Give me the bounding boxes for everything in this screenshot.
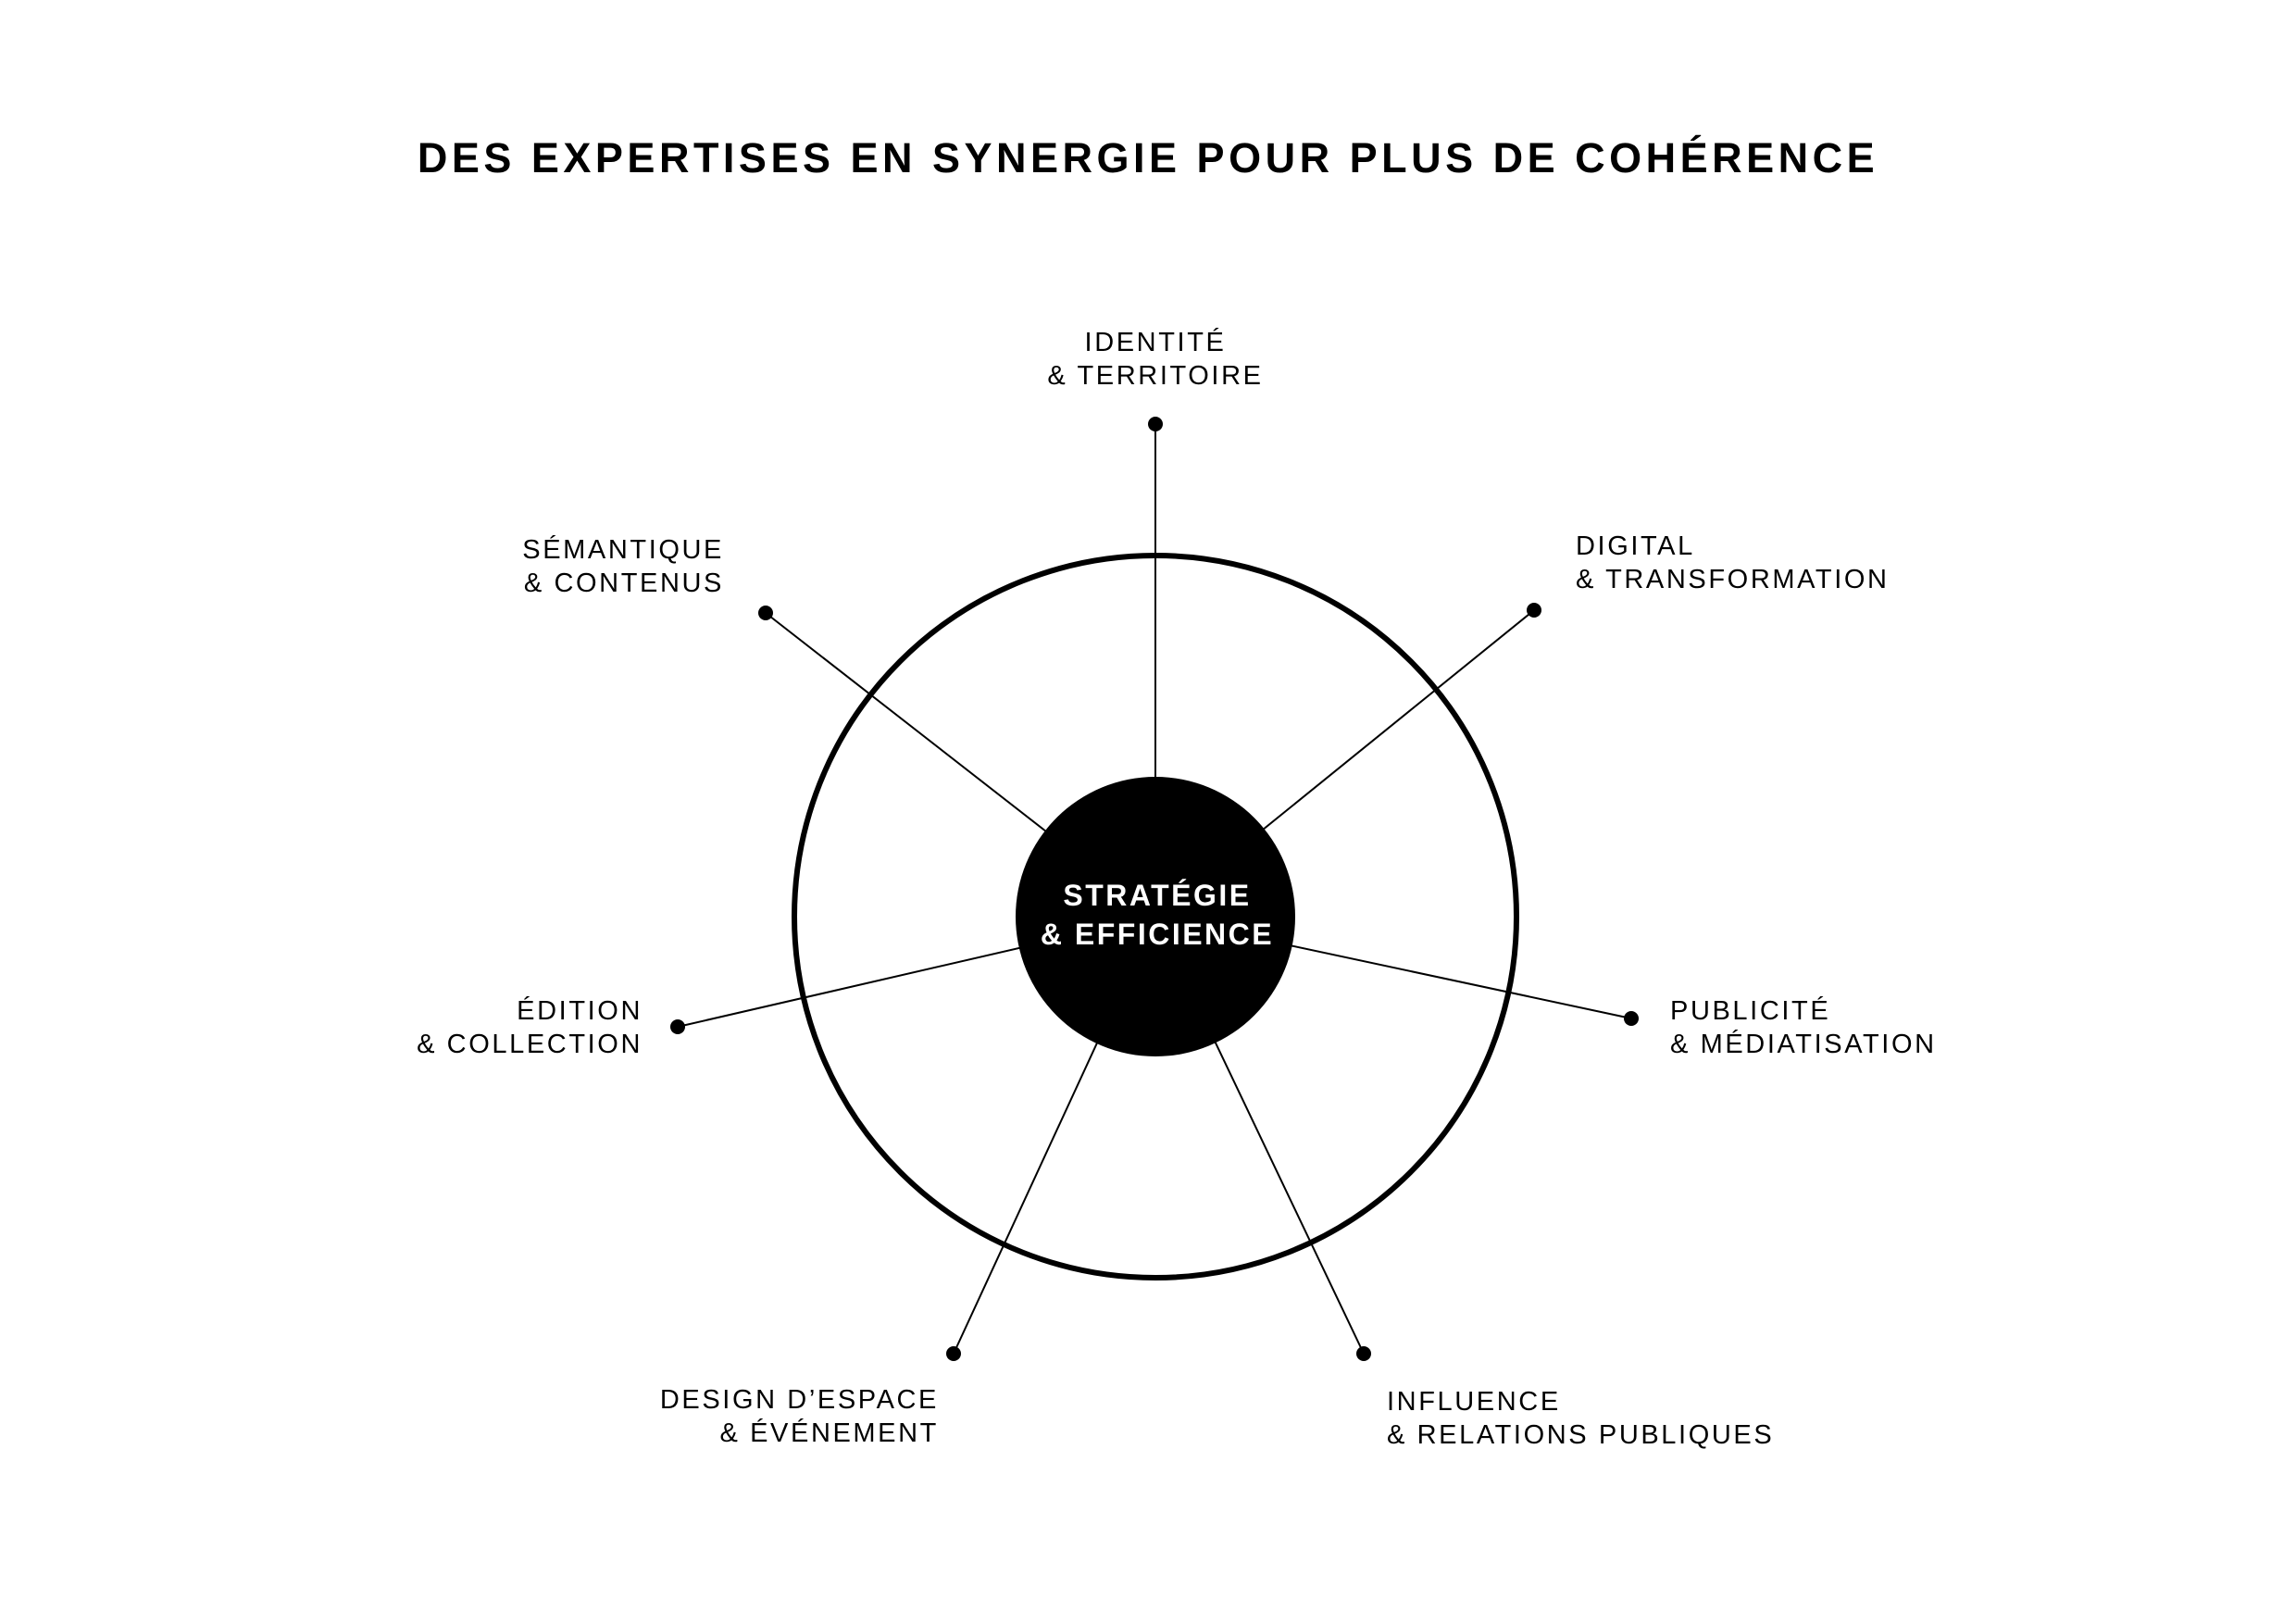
dot-identite [1148, 417, 1163, 431]
node-label-identite: IDENTITÉ & TERRITOIRE [970, 326, 1341, 393]
dot-semantique [758, 606, 773, 620]
dot-design [946, 1346, 961, 1361]
node-label-publicite-line1: PUBLICITÉ [1670, 996, 1831, 1026]
node-label-semantique-line1: SÉMANTIQUE [522, 535, 724, 565]
node-label-influence-line1: INFLUENCE [1387, 1387, 1561, 1417]
page-title: DES EXPERTISES EN SYNERGIE POUR PLUS DE … [417, 134, 1879, 181]
center-label: STRATÉGIE & EFFICIENCE [1018, 876, 1296, 954]
node-label-semantique-line2: & CONTENUS [523, 568, 724, 598]
node-label-influence: INFLUENCE & RELATIONS PUBLIQUES [1387, 1385, 1774, 1452]
node-label-publicite: PUBLICITÉ & MÉDIATISATION [1670, 994, 1937, 1061]
node-label-digital-line1: DIGITAL [1576, 531, 1695, 561]
node-label-edition-line1: ÉDITION [517, 996, 643, 1026]
dot-edition [670, 1019, 685, 1034]
node-label-digital: DIGITAL & TRANSFORMATION [1576, 530, 1890, 596]
dot-digital [1527, 603, 1541, 618]
node-label-design-line1: DESIGN D’ESPACE [659, 1385, 939, 1415]
node-label-edition: ÉDITION & COLLECTION [417, 994, 643, 1061]
node-label-digital-line2: & TRANSFORMATION [1576, 565, 1890, 594]
node-label-identite-line2: & TERRITOIRE [1047, 361, 1264, 391]
dot-publicite [1624, 1011, 1639, 1026]
center-label-line2: & EFFICIENCE [1040, 918, 1275, 951]
center-disc [1016, 777, 1295, 1056]
dot-influence [1356, 1346, 1371, 1361]
node-label-design-line2: & ÉVÉNEMENT [719, 1418, 939, 1448]
node-label-publicite-line2: & MÉDIATISATION [1670, 1030, 1937, 1059]
node-label-semantique: SÉMANTIQUE & CONTENUS [522, 533, 724, 600]
node-label-identite-line1: IDENTITÉ [1084, 328, 1227, 357]
outer-ring [792, 553, 1519, 1280]
node-label-edition-line2: & COLLECTION [417, 1030, 643, 1059]
center-label-line1: STRATÉGIE [1063, 879, 1252, 912]
node-label-influence-line2: & RELATIONS PUBLIQUES [1387, 1420, 1775, 1450]
node-label-design: DESIGN D’ESPACE & ÉVÉNEMENT [660, 1383, 939, 1450]
